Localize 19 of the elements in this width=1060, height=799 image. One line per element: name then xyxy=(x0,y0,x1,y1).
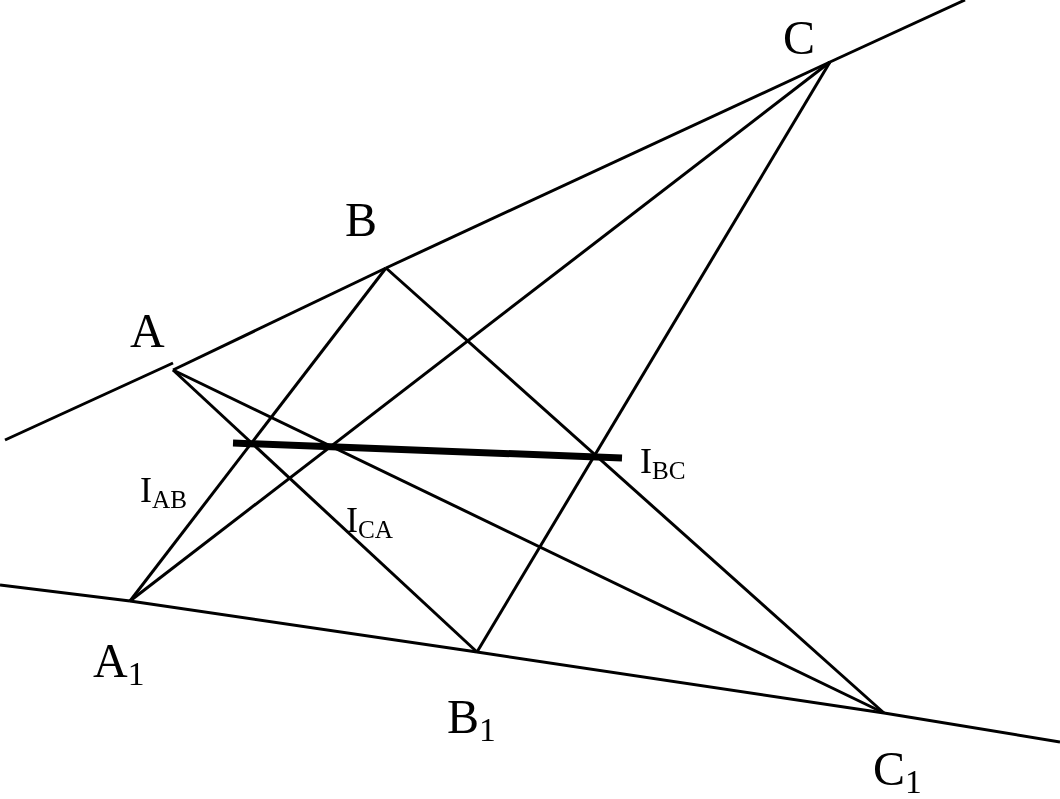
point-label: A xyxy=(130,307,165,355)
point-label: B xyxy=(345,196,377,244)
line-segment xyxy=(476,650,885,715)
line-segment xyxy=(129,599,478,654)
point-label: I$_{BC}$ xyxy=(640,443,686,484)
line-segment xyxy=(385,60,831,270)
thick-line xyxy=(232,439,623,462)
line-segment xyxy=(171,368,479,654)
line-segment xyxy=(172,266,387,372)
point-label: I$_{CA}$ xyxy=(346,502,393,543)
line-segment xyxy=(129,60,831,603)
point-label: B$_{1}$ xyxy=(447,693,496,747)
line-segment xyxy=(385,266,885,715)
point-label: C xyxy=(783,14,815,62)
line-segment xyxy=(475,61,832,653)
line-segment xyxy=(128,267,388,602)
point-label: C$_{1}$ xyxy=(873,745,922,799)
point-label: I$_{AB}$ xyxy=(140,472,187,513)
point-label: A$_{1}$ xyxy=(93,637,145,691)
